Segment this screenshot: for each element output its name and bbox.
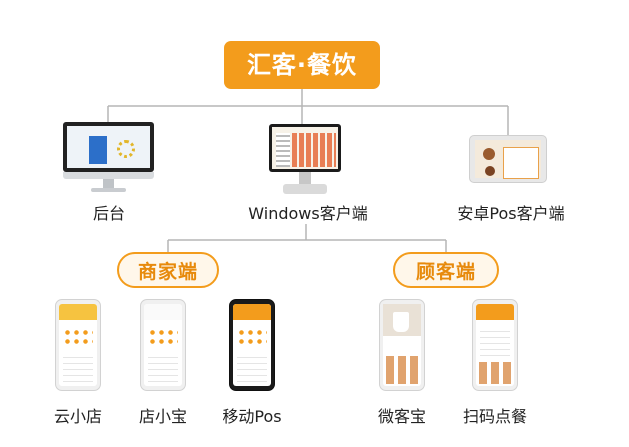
label-scan-order: 扫码点餐 <box>462 407 527 426</box>
android-tablet-icon <box>469 135 547 187</box>
label-mobile-pos: 移动Pos <box>222 407 282 426</box>
desktop-monitor-icon <box>63 122 154 196</box>
phone-yunxiaodian-icon <box>55 299 101 391</box>
label-windows-client: Windows客户端 <box>248 204 368 223</box>
phone-dianxiaobao-icon <box>140 299 186 391</box>
root-title-box: 汇客·餐饮 <box>224 41 380 89</box>
label-android-pos-client: 安卓Pos客户端 <box>457 204 565 223</box>
pos-terminal-icon <box>269 124 341 196</box>
label-yunxiaodian: 云小店 <box>53 407 102 426</box>
label-dianxiaobao: 店小宝 <box>138 407 187 426</box>
phone-mobile-pos-icon <box>229 299 275 391</box>
label-weikebao: 微客宝 <box>377 407 426 426</box>
customer-group-pill: 顾客端 <box>393 252 499 288</box>
phone-scan-order-icon <box>472 299 518 391</box>
phone-weikebao-icon <box>379 299 425 391</box>
label-backend: 后台 <box>92 204 125 223</box>
merchant-group-pill: 商家端 <box>117 252 219 288</box>
